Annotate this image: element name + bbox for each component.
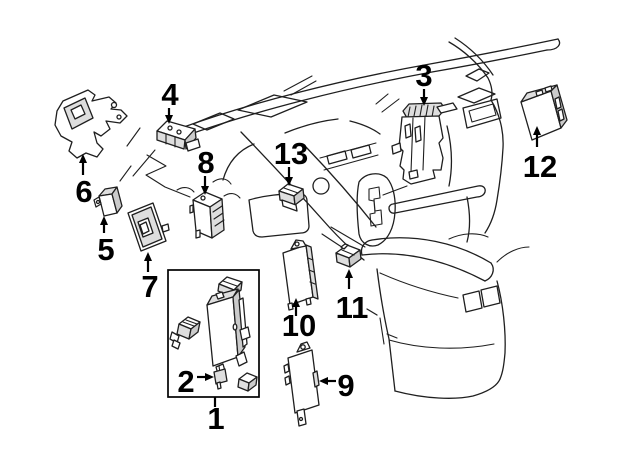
callout-3: 3 (415, 58, 433, 106)
part-10-illustration (282, 239, 319, 311)
part-11-illustration (335, 243, 362, 268)
callout-6: 6 (75, 154, 93, 209)
callout-1: 1 (207, 397, 225, 436)
callout-5-arrow (100, 216, 108, 225)
part-7-illustration (127, 202, 170, 252)
callout-4-label: 4 (161, 77, 179, 112)
callout-11: 11 (336, 269, 378, 325)
dashboard-outline (119, 38, 561, 182)
callout-10: 10 (282, 298, 316, 343)
callout-4-arrow (165, 115, 173, 124)
center-console (321, 226, 530, 399)
part-5-illustration (93, 186, 123, 217)
part-12-illustration (520, 84, 568, 141)
part-8-illustration (189, 191, 225, 239)
center-stack (145, 93, 453, 261)
callout-2-arrow (205, 373, 214, 381)
part-1-frame (167, 269, 260, 398)
callout-10-arrow (292, 298, 300, 307)
callout-6-arrow (79, 154, 87, 163)
callout-7-arrow (144, 252, 152, 261)
callout-13-label: 13 (274, 136, 308, 171)
shifter-panel (356, 173, 396, 247)
callout-8-label: 8 (197, 145, 214, 180)
callout-13-arrow (285, 177, 293, 186)
part-1-illustration (167, 269, 260, 398)
part-3-illustration (391, 102, 458, 185)
part-4-illustration (156, 120, 201, 152)
callout-1-label: 1 (207, 401, 224, 436)
callout-9-label: 9 (337, 368, 354, 403)
part-9-illustration (283, 341, 320, 427)
speaker-grille (192, 94, 308, 131)
callout-2-label: 2 (177, 364, 194, 399)
callout-11-leader (366, 308, 378, 316)
part-6-illustration (54, 89, 128, 159)
callout-2: 2 (177, 364, 214, 399)
callout-3-arrow (420, 97, 428, 106)
callout-7: 7 (141, 252, 159, 304)
callout-11-label: 11 (336, 290, 369, 325)
callout-8-arrow (201, 186, 209, 195)
callout-9: 9 (319, 368, 355, 403)
callout-11-arrow (345, 269, 353, 278)
callout-4: 4 (161, 77, 179, 124)
a-pillar (388, 37, 504, 243)
callout-12-arrow (533, 126, 541, 135)
callout-7-label: 7 (141, 269, 158, 304)
callout-12: 12 (523, 126, 557, 184)
part-13-illustration (278, 183, 305, 212)
callout-9-arrow (319, 377, 328, 385)
callout-5: 5 (97, 216, 115, 267)
callout-6-label: 6 (75, 174, 92, 209)
callout-10-label: 10 (282, 308, 316, 343)
callout-3-label: 3 (415, 58, 432, 93)
part-2-illustration (213, 363, 228, 390)
callout-8: 8 (197, 145, 215, 195)
callout-12-label: 12 (523, 149, 557, 184)
callout-13: 13 (274, 136, 308, 186)
callout-5-label: 5 (97, 232, 114, 267)
